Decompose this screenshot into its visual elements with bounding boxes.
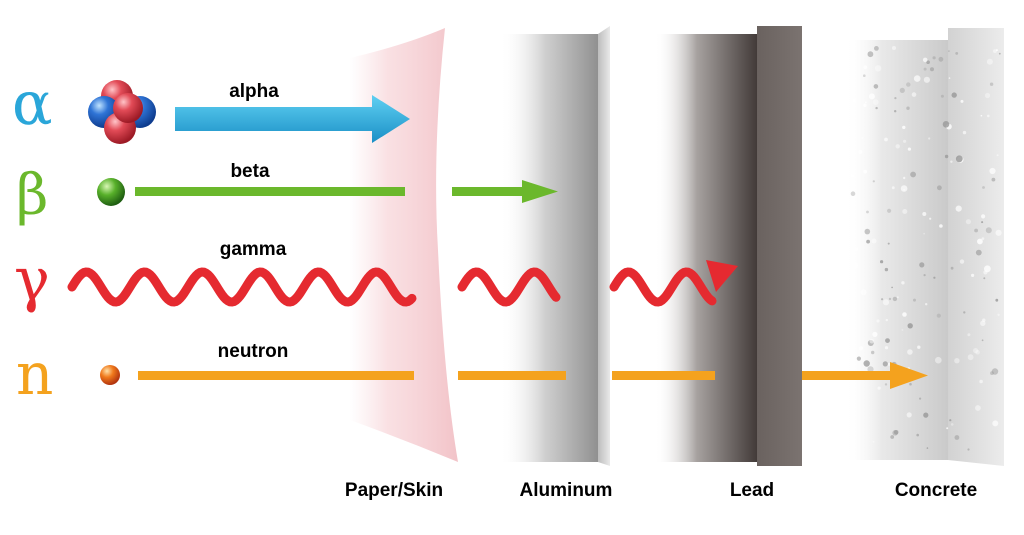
barrier-lead [655, 26, 802, 466]
barrier-aluminum [500, 26, 610, 466]
concrete-texture [850, 46, 1002, 451]
beta-arrow [135, 180, 558, 203]
concrete-label: Concrete [895, 480, 977, 501]
beta-label: beta [230, 161, 270, 182]
paper-skin-label: Paper/Skin [345, 480, 443, 501]
lead-label: Lead [730, 480, 774, 501]
gamma-symbol: γ [14, 245, 50, 315]
gamma-wave [67, 260, 738, 307]
barrier-paper-skin [350, 28, 458, 462]
alpha-symbol: α [12, 69, 53, 139]
alpha-arrow [175, 95, 410, 143]
neutron-particle-icon [100, 365, 120, 385]
neutron-label: neutron [218, 341, 289, 362]
gamma-label: gamma [220, 239, 287, 260]
neutron-arrow [138, 362, 928, 389]
alpha-label: alpha [229, 81, 279, 102]
beta-particle-icon [97, 178, 125, 206]
neutron-symbol: n [16, 340, 53, 408]
aluminum-label: Aluminum [520, 480, 613, 501]
alpha-particle-icon [88, 80, 156, 144]
barrier-concrete [845, 28, 1004, 466]
beta-symbol: β [16, 163, 48, 228]
